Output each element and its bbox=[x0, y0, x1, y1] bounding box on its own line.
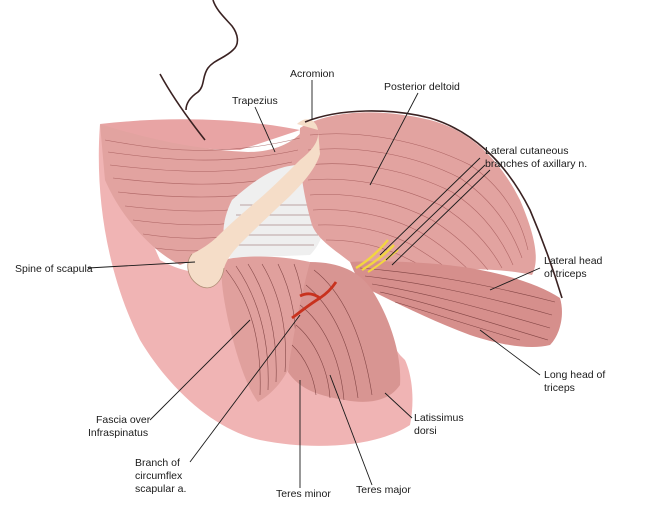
label-lateral-cutaneous-2: branches of axillary n. bbox=[485, 158, 587, 170]
label-long-head-1: Long head of bbox=[544, 369, 605, 381]
triceps-fibers bbox=[359, 267, 556, 341]
infraspinatus-muscle bbox=[221, 256, 310, 402]
label-fascia-1: Fascia over bbox=[96, 414, 151, 426]
label-spine-of-scapula: Spine of scapula bbox=[15, 263, 93, 275]
scapula-spine-bone bbox=[187, 119, 320, 288]
label-branch-2: circumflex bbox=[135, 470, 183, 482]
leader-lines bbox=[87, 80, 541, 488]
label-lateral-head-1: Lateral head bbox=[544, 255, 603, 267]
circumflex-scapular-artery bbox=[291, 281, 338, 320]
label-posterior-deltoid: Posterior deltoid bbox=[384, 81, 460, 93]
teres-fibers bbox=[291, 269, 373, 401]
label-fascia-2: Infraspinatus bbox=[88, 427, 148, 439]
label-trapezius: Trapezius bbox=[232, 95, 278, 107]
label-branch-3: scapular a. bbox=[135, 483, 186, 495]
label-branch-1: Branch of bbox=[135, 457, 180, 469]
label-latissimus-1: Latissimus bbox=[414, 412, 464, 424]
neck-outline-2 bbox=[159, 73, 206, 141]
label-teres-minor: Teres minor bbox=[276, 488, 331, 500]
triceps-muscles bbox=[350, 261, 562, 347]
label-long-head-2: triceps bbox=[544, 382, 575, 394]
label-teres-major: Teres major bbox=[356, 484, 411, 496]
neck-outline bbox=[185, 0, 239, 111]
posterior-deltoid-muscle bbox=[299, 112, 536, 275]
label-latissimus-2: dorsi bbox=[414, 425, 437, 437]
arm-outline bbox=[304, 110, 563, 299]
axillary-nerve-branches bbox=[355, 239, 399, 273]
trapezius-muscle bbox=[100, 124, 310, 265]
label-lateral-head-2: of triceps bbox=[544, 268, 587, 280]
label-acromion: Acromion bbox=[290, 68, 335, 80]
label-lateral-cutaneous-1: Lateral cutaneous bbox=[485, 145, 568, 157]
